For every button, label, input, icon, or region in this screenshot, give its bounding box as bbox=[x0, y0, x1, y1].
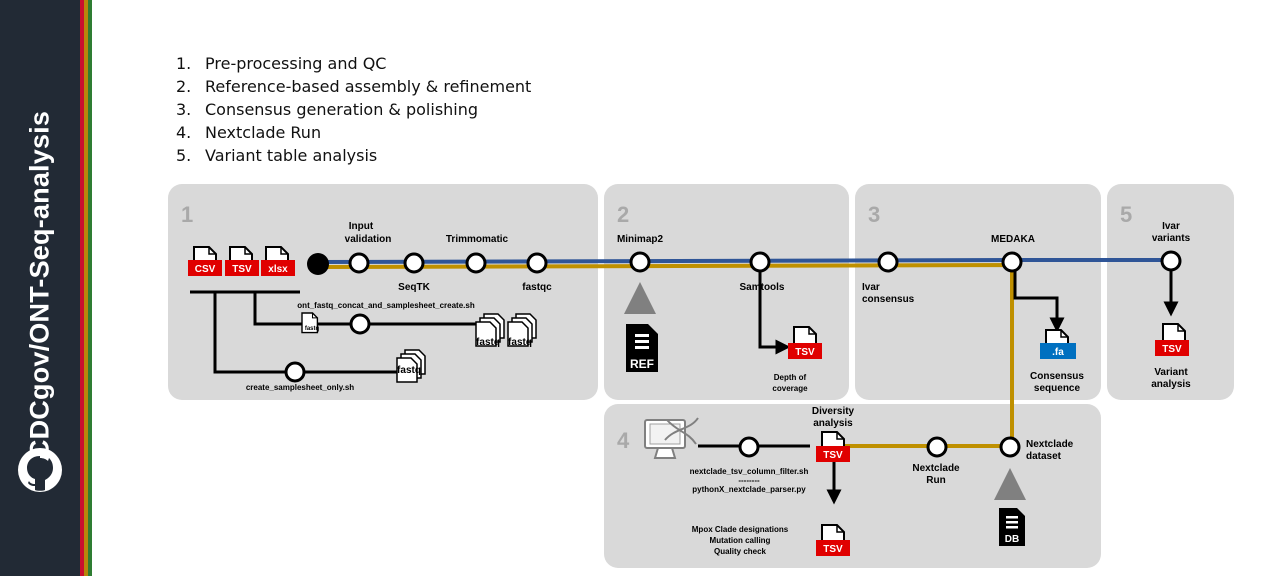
concat-script-label: ont_fastq_concat_and_samplesheet_create.… bbox=[297, 301, 475, 310]
medaka-node[interactable] bbox=[1001, 251, 1023, 273]
svg-text:TSV: TSV bbox=[795, 347, 815, 358]
minimap2-node[interactable] bbox=[629, 251, 651, 273]
samplesheet-script-label: create_samplesheet_only.sh bbox=[246, 383, 354, 392]
accent-stripe-green bbox=[88, 0, 92, 576]
panel-3 bbox=[855, 184, 1101, 400]
panel-5-number: 5 bbox=[1120, 202, 1132, 227]
concat-node[interactable] bbox=[349, 313, 371, 335]
svg-text:DB: DB bbox=[1005, 534, 1019, 545]
step-item: 5.Variant table analysis bbox=[176, 146, 378, 165]
svg-text:TSV: TSV bbox=[823, 450, 843, 461]
blue-pipeline-line bbox=[317, 258, 1171, 264]
step-item: 3.Consensus generation & polishing bbox=[176, 100, 479, 119]
nextclade-filter-node[interactable] bbox=[738, 436, 760, 458]
nextclade-dataset-node[interactable] bbox=[999, 436, 1021, 458]
step-item: 1.Pre-processing and QC bbox=[176, 54, 387, 73]
csv-file-icon: CSV bbox=[188, 246, 222, 276]
accent-stripe-red bbox=[80, 0, 84, 576]
samtools-arrow bbox=[758, 262, 791, 355]
svg-text:TSV: TSV bbox=[1162, 344, 1182, 355]
step-item: 2.Reference-based assembly & refinement bbox=[176, 77, 532, 96]
panel-1-number: 1 bbox=[181, 202, 193, 227]
tsv-file-icon: TSV bbox=[225, 246, 259, 276]
svg-text:.fa: .fa bbox=[1052, 347, 1064, 358]
svg-text:fastq: fastq bbox=[397, 365, 421, 376]
svg-text:TSV: TSV bbox=[232, 264, 252, 275]
svg-text:fastq: fastq bbox=[305, 326, 320, 332]
svg-text:REF: REF bbox=[630, 357, 654, 371]
start-node bbox=[307, 253, 329, 275]
panel-4-number: 4 bbox=[617, 428, 630, 453]
seqtk-node[interactable] bbox=[403, 252, 425, 274]
variant-tsv-icon: TSV bbox=[1155, 323, 1189, 356]
mpox-tsv-icon: TSV bbox=[816, 524, 850, 556]
input-validation-node[interactable] bbox=[348, 252, 370, 274]
panel-3-number: 3 bbox=[868, 202, 880, 227]
reference-file-icon: REF bbox=[624, 282, 658, 372]
svg-text:fastq: fastq bbox=[508, 337, 532, 348]
svg-text:fastq: fastq bbox=[476, 337, 500, 348]
filter-script-label: nextclade_tsv_column_filter.sh--------py… bbox=[690, 467, 809, 494]
accent-stripe-gold bbox=[84, 0, 88, 576]
step-item: 4.Nextclade Run bbox=[176, 123, 322, 142]
fastqc-label: fastqc bbox=[522, 282, 552, 293]
ivar-consensus-node[interactable] bbox=[877, 251, 899, 273]
trimmomatic-node[interactable] bbox=[465, 252, 487, 274]
svg-text:xlsx: xlsx bbox=[268, 264, 288, 275]
minimap2-label: Minimap2 bbox=[617, 234, 664, 245]
svg-text:CSV: CSV bbox=[195, 264, 216, 275]
xlsx-file-icon: xlsx bbox=[261, 246, 295, 276]
consensus-fa-icon: .fa bbox=[1040, 329, 1076, 359]
trimmomatic-label: Trimmomatic bbox=[446, 234, 509, 245]
medaka-arrow bbox=[1013, 262, 1065, 333]
sidebar: CDCgov/ONT-Seq-analysis bbox=[0, 0, 80, 576]
svg-text:TSV: TSV bbox=[823, 544, 843, 555]
fastq-stack-icon: fastq fastq bbox=[475, 313, 537, 348]
samplesheet-node[interactable] bbox=[284, 361, 306, 383]
fastq-samplesheet-icon: fastq bbox=[396, 349, 426, 383]
diversity-tsv-icon: TSV bbox=[816, 431, 850, 462]
database-file-icon: DB bbox=[994, 468, 1026, 546]
github-octocat-icon[interactable] bbox=[17, 447, 63, 493]
steps-list: 1.Pre-processing and QC 2.Reference-base… bbox=[176, 52, 531, 167]
ivar-variants-node[interactable] bbox=[1160, 250, 1182, 272]
samtools-node[interactable] bbox=[749, 251, 771, 273]
seqtk-label: SeqTK bbox=[398, 282, 430, 293]
computer-dna-icon bbox=[644, 417, 699, 459]
depth-tsv-icon: TSV bbox=[788, 326, 822, 359]
fastq-small-icon: fastq bbox=[301, 312, 320, 334]
concat-branch bbox=[253, 292, 480, 326]
panel-2-number: 2 bbox=[617, 202, 629, 227]
samtools-label: Samtools bbox=[739, 282, 784, 293]
samplesheet-only-branch bbox=[213, 292, 400, 374]
nextclade-run-node[interactable] bbox=[926, 436, 948, 458]
medaka-label: MEDAKA bbox=[991, 234, 1035, 245]
fastqc-node[interactable] bbox=[526, 252, 548, 274]
gold-pipeline-line bbox=[317, 262, 1014, 448]
